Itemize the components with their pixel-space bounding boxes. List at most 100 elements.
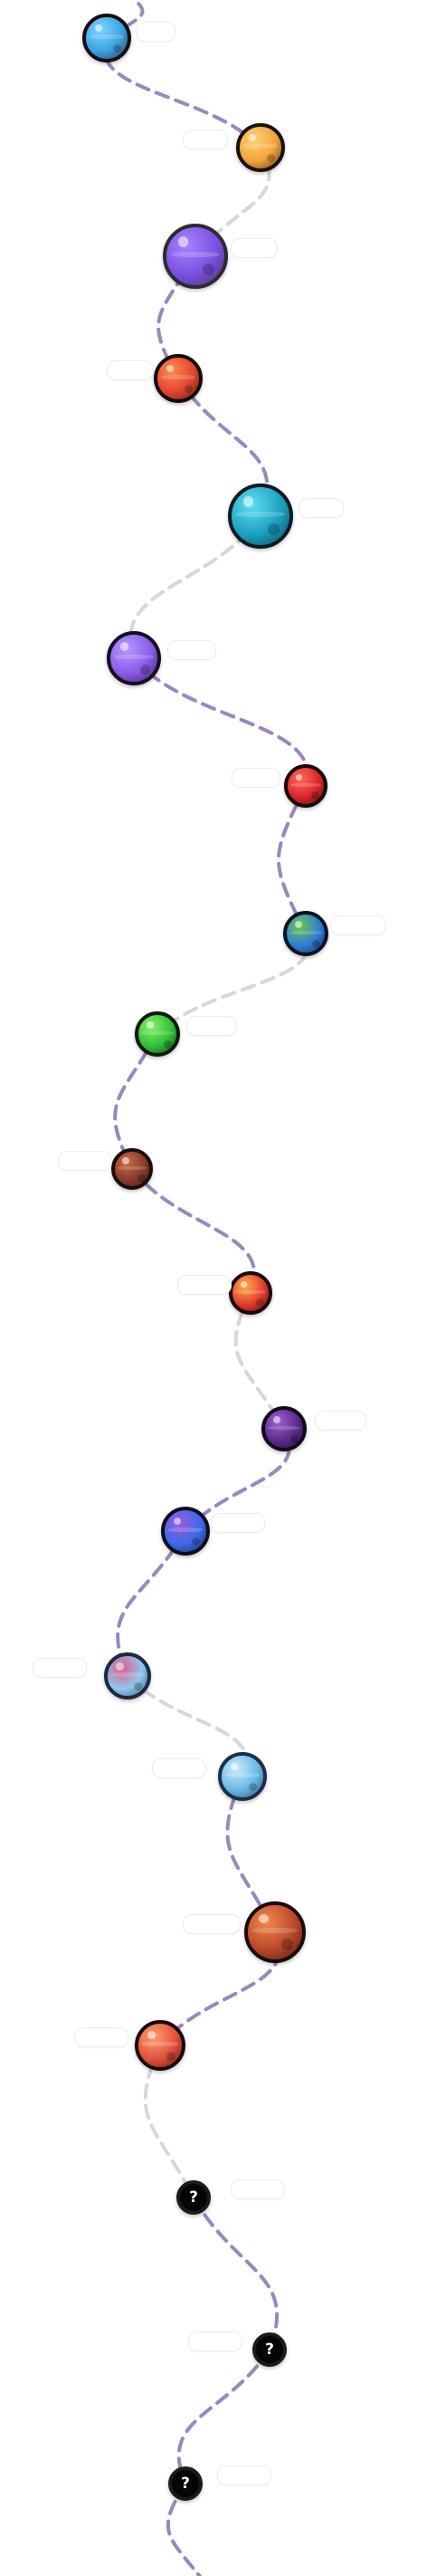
- planet-crater: [133, 1681, 142, 1690]
- level-9-tag: [186, 1016, 237, 1036]
- level-13-planet[interactable]: [161, 1507, 210, 1556]
- level-2-tag: [183, 129, 228, 149]
- planet-band: [289, 930, 322, 934]
- planet-band: [110, 1672, 145, 1677]
- path-segment: [184, 1427, 291, 1533]
- planet-band: [141, 2042, 179, 2046]
- planet-band: [160, 375, 196, 379]
- planet-band: [224, 1773, 261, 1777]
- planet-band: [171, 251, 220, 258]
- planet-crater: [311, 791, 320, 800]
- path-segment: [116, 1529, 187, 1678]
- planet-highlight: [248, 133, 257, 142]
- question-mark-icon: ?: [265, 2340, 274, 2359]
- level-14-planet[interactable]: [104, 1652, 151, 1700]
- planet-band: [236, 511, 285, 518]
- level-7-planet[interactable]: [284, 764, 327, 808]
- level-4-planet[interactable]: [154, 354, 203, 403]
- planet-highlight: [173, 1517, 182, 1526]
- planet-band: [251, 1928, 299, 1934]
- level-17-planet[interactable]: [135, 2020, 185, 2071]
- level-14-tag: [33, 1658, 87, 1678]
- path-segment: [233, 1291, 286, 1431]
- planet-crater: [184, 384, 194, 394]
- planet-band: [141, 1030, 174, 1035]
- planet-highlight: [147, 1021, 154, 1029]
- locked-level-20[interactable]: ?: [168, 2466, 203, 2501]
- planet-crater: [166, 2051, 175, 2061]
- locked-level-18[interactable]: ?: [176, 2180, 211, 2215]
- planet-band: [235, 1289, 266, 1294]
- planet-band: [167, 1527, 204, 1532]
- planet-highlight: [295, 921, 302, 928]
- level-1-tag: [136, 22, 175, 42]
- level-2-planet[interactable]: [236, 123, 285, 172]
- level-15-tag: [152, 1758, 206, 1778]
- level-1-planet[interactable]: [82, 14, 131, 62]
- planet-crater: [289, 1434, 299, 1443]
- locked-level-19[interactable]: ?: [252, 2332, 287, 2367]
- path-segment: [225, 1775, 277, 1934]
- level-19-tag: [188, 2332, 242, 2351]
- planet-highlight: [116, 1662, 124, 1671]
- question-mark-icon: ?: [189, 2188, 198, 2207]
- path-segment: [176, 2348, 271, 2485]
- planet-crater: [248, 1782, 258, 1792]
- level-6-planet[interactable]: [107, 631, 161, 685]
- path-segment: [166, 2482, 203, 2576]
- level-16-planet[interactable]: [244, 1901, 306, 1963]
- level-15-planet[interactable]: [218, 1752, 267, 1801]
- planet-band: [242, 144, 279, 148]
- planet-band: [89, 34, 125, 39]
- planet-highlight: [273, 1416, 280, 1423]
- question-mark-icon: ?: [181, 2474, 190, 2493]
- planet-highlight: [242, 496, 254, 507]
- planet-crater: [256, 1298, 265, 1307]
- level-11-planet[interactable]: [229, 1271, 272, 1315]
- planet-highlight: [295, 773, 303, 781]
- level-12-planet[interactable]: [261, 1406, 307, 1451]
- planet-crater: [281, 1939, 293, 1950]
- level-18-tag: [231, 2179, 285, 2199]
- planet-highlight: [230, 1762, 239, 1771]
- level-7-tag: [232, 768, 280, 788]
- path-segment: [143, 2044, 195, 2199]
- path-segment: [132, 656, 309, 788]
- level-9-planet[interactable]: [135, 1011, 180, 1057]
- planet-crater: [140, 665, 150, 675]
- planet-crater: [137, 1174, 146, 1183]
- level-13-tag: [211, 1513, 265, 1533]
- path-segment: [102, 36, 262, 149]
- path-segment: [277, 784, 308, 935]
- planet-highlight: [119, 642, 129, 651]
- planet-crater: [266, 153, 276, 163]
- level-12-tag: [315, 1411, 366, 1431]
- planet-highlight: [122, 1157, 129, 1164]
- planet-band: [118, 1165, 147, 1170]
- path-segment: [192, 2196, 280, 2351]
- level-8-tag: [330, 915, 386, 935]
- planet-crater: [191, 1537, 201, 1547]
- planet-highlight: [177, 236, 189, 247]
- level-8-planet[interactable]: [283, 911, 328, 956]
- level-5-tag: [299, 498, 344, 518]
- planet-highlight: [147, 2030, 156, 2039]
- planet-band: [114, 654, 154, 660]
- level-3-planet[interactable]: [163, 224, 228, 289]
- planet-crater: [267, 522, 280, 535]
- level-3-tag: [231, 238, 278, 258]
- level-6-tag: [167, 640, 216, 660]
- level-17-tag: [74, 2027, 128, 2047]
- level-10-planet[interactable]: [111, 1148, 153, 1190]
- planet-band: [290, 782, 321, 787]
- planet-band: [268, 1425, 300, 1430]
- level-5-planet[interactable]: [228, 484, 293, 549]
- level-16-tag: [183, 1914, 241, 1934]
- planet-crater: [112, 43, 122, 53]
- planet-crater: [202, 263, 214, 275]
- level-10-tag: [58, 1151, 112, 1171]
- planet-highlight: [166, 364, 175, 373]
- planet-crater: [163, 1039, 172, 1049]
- planet-highlight: [94, 24, 103, 33]
